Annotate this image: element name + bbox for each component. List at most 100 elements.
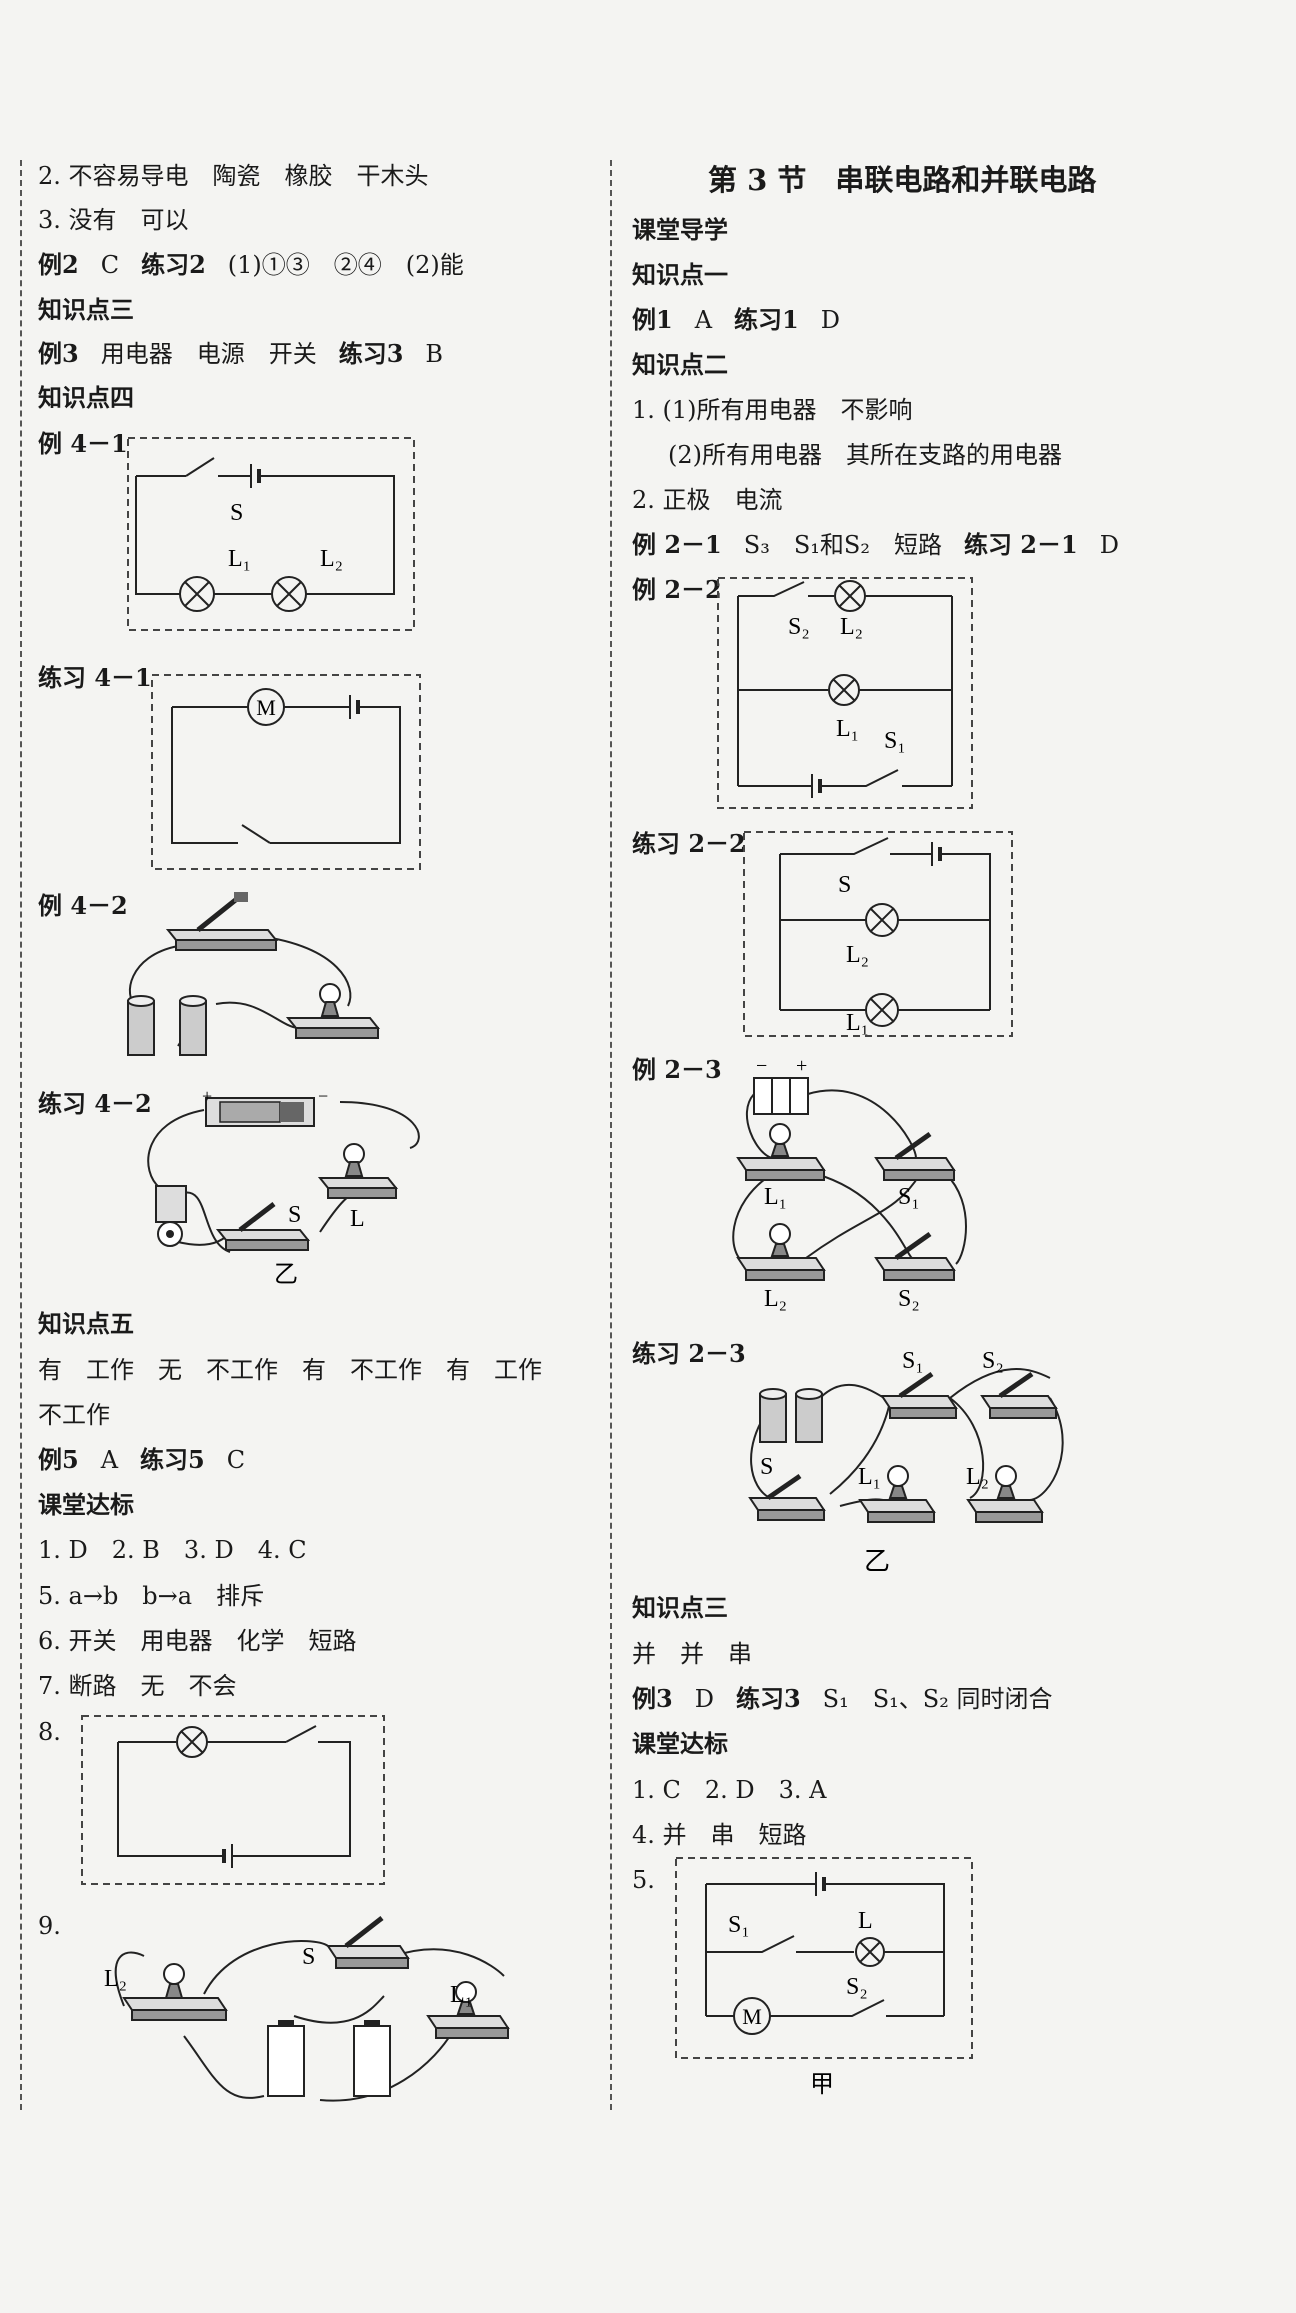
lamp-label: L₂ [764, 1286, 787, 1312]
figure-caption: 乙 [274, 1262, 298, 1288]
motor-label: M [256, 695, 276, 720]
example-label: 例5 [38, 1445, 79, 1474]
switch-label: S [838, 872, 851, 898]
practice-label: 练习5 [140, 1445, 205, 1474]
switch-label: S₁ [902, 1348, 924, 1374]
figure-label: 例 4－2 [38, 891, 128, 920]
svg-text:−: − [756, 1055, 767, 1077]
example-label: 例3 [632, 1684, 673, 1713]
section-heading: 课堂达标 [38, 1490, 134, 1519]
physical-circuit-9: L₂ S L₁ [84, 1906, 584, 2106]
section-heading: 知识点三 [632, 1593, 728, 1622]
lamp-icon [858, 1465, 936, 1523]
answer-value: S₃ S₁和S₂ 短路 [743, 531, 942, 559]
answer-value: (1)①③ ②④ (2)能 [227, 251, 464, 279]
answer-line: 并 并 串 [632, 1640, 752, 1668]
answer-line: 例5 A 练习5 C [38, 1444, 245, 1476]
example-label: 例 2－1 [632, 530, 722, 559]
column-divider [610, 160, 612, 2110]
left-margin-rule [20, 160, 22, 2110]
svg-text:+: + [202, 1086, 212, 1106]
battery-icon [267, 2020, 391, 2097]
lamp-icon [426, 1981, 510, 2039]
answer-value: A [100, 1446, 119, 1474]
example-label: 例3 [38, 339, 79, 368]
answer-line: 7. 断路 无 不会 [38, 1672, 237, 1700]
answer-line: 2. 正极 电流 [632, 486, 783, 514]
section-heading: 知识点五 [38, 1309, 134, 1338]
switch-label: S₂ [846, 1974, 868, 2000]
lamp-label: L₁ [764, 1184, 787, 1210]
answer-line: 9. [38, 1912, 61, 1940]
section-heading: 知识点一 [632, 260, 728, 289]
lamp-label: L₂ [840, 614, 863, 640]
answer-line: (2)所有用电器 其所在支路的用电器 [668, 441, 1062, 469]
switch-icon [874, 1231, 956, 1281]
answer-value: B [425, 340, 444, 368]
lamp-icon [122, 1963, 228, 2021]
answer-line: 8. [38, 1718, 61, 1746]
figure-label: 练习 4－1 [38, 663, 152, 692]
switch-icon [874, 1131, 956, 1181]
figure-label: 练习 4－2 [38, 1089, 152, 1118]
answer-line: 6. 开关 用电器 化学 短路 [38, 1627, 357, 1655]
physical-circuit-pr42: + − S L 乙 [140, 1082, 440, 1292]
section-heading: 课堂达标 [632, 1729, 728, 1758]
switch-label: S₂ [898, 1286, 920, 1312]
practice-label: 练习 2－1 [963, 530, 1078, 559]
switch-label: S [288, 1202, 301, 1228]
switch-icon [748, 1473, 826, 1521]
answer-value: D [694, 1685, 714, 1713]
physical-circuit-pr23: S₁ S₂ S L₁ L₂ 乙 [730, 1338, 1070, 1588]
lamp-icon [966, 1465, 1044, 1523]
switch-icon [880, 1371, 958, 1419]
lamp-label: L₁ [228, 546, 251, 572]
answer-line: 2. 不容易导电 陶瓷 橡胶 干木头 [38, 162, 429, 190]
answer-line: 例 2－1 S₃ S₁和S₂ 短路练习 2－1 D [632, 529, 1119, 561]
figure-label: 例 2－2 [632, 575, 722, 604]
battery-holder-icon [205, 1097, 315, 1127]
lamp-label: L₂ [320, 546, 343, 572]
lamp-icon [285, 983, 381, 1039]
lamp-label: L₁ [858, 1464, 881, 1490]
figure-caption: 乙 [864, 1547, 890, 1576]
answer-value: D [1099, 531, 1119, 559]
switch-icon [165, 892, 279, 951]
switch-icon [980, 1371, 1058, 1419]
lamp-label: L₁ [836, 716, 859, 742]
physical-circuit-ex42 [108, 876, 388, 1066]
answer-value: A [694, 306, 713, 334]
answer-line: 5. [632, 1866, 655, 1894]
lamp-label: L [858, 1908, 873, 1934]
switch-label: S [760, 1454, 773, 1480]
circuit-diagram-8 [80, 1714, 386, 1886]
circuit-diagram-pr41: M [150, 673, 422, 871]
circuit-diagram-pr22: S L₂ L₁ [742, 830, 1014, 1038]
section-heading: 课堂导学 [632, 215, 728, 244]
practice-label: 练习3 [735, 1684, 801, 1713]
section-title: 第 3 节 串联电路和并联电路 [708, 163, 1097, 197]
switch-label: S [230, 500, 243, 526]
battery-icon [127, 995, 207, 1056]
battery-icon [759, 1388, 823, 1443]
answer-line: 5. a→b b→a 排斥 [38, 1582, 265, 1610]
section-heading: 知识点四 [38, 383, 134, 412]
circuit-diagram-q5: M S₁ L S₂ 甲 [674, 1856, 974, 2102]
svg-text:−: − [318, 1086, 328, 1106]
circuit-diagram-ex41: S L₁ L₂ [126, 436, 416, 632]
answer-value: D [820, 306, 840, 334]
lamp-label: L₁ [846, 1010, 869, 1036]
section-heading: 知识点三 [38, 295, 134, 324]
practice-label: 练习1 [734, 305, 799, 334]
lamp-icon [736, 1223, 826, 1281]
answer-value: C [226, 1446, 246, 1474]
svg-text:+: + [796, 1055, 807, 1077]
answer-line: 1. D 2. B 3. D 4. C [38, 1536, 307, 1564]
switch-label: S₂ [788, 614, 810, 640]
answer-value: C [100, 251, 120, 279]
answer-line: 不工作 [38, 1401, 110, 1429]
